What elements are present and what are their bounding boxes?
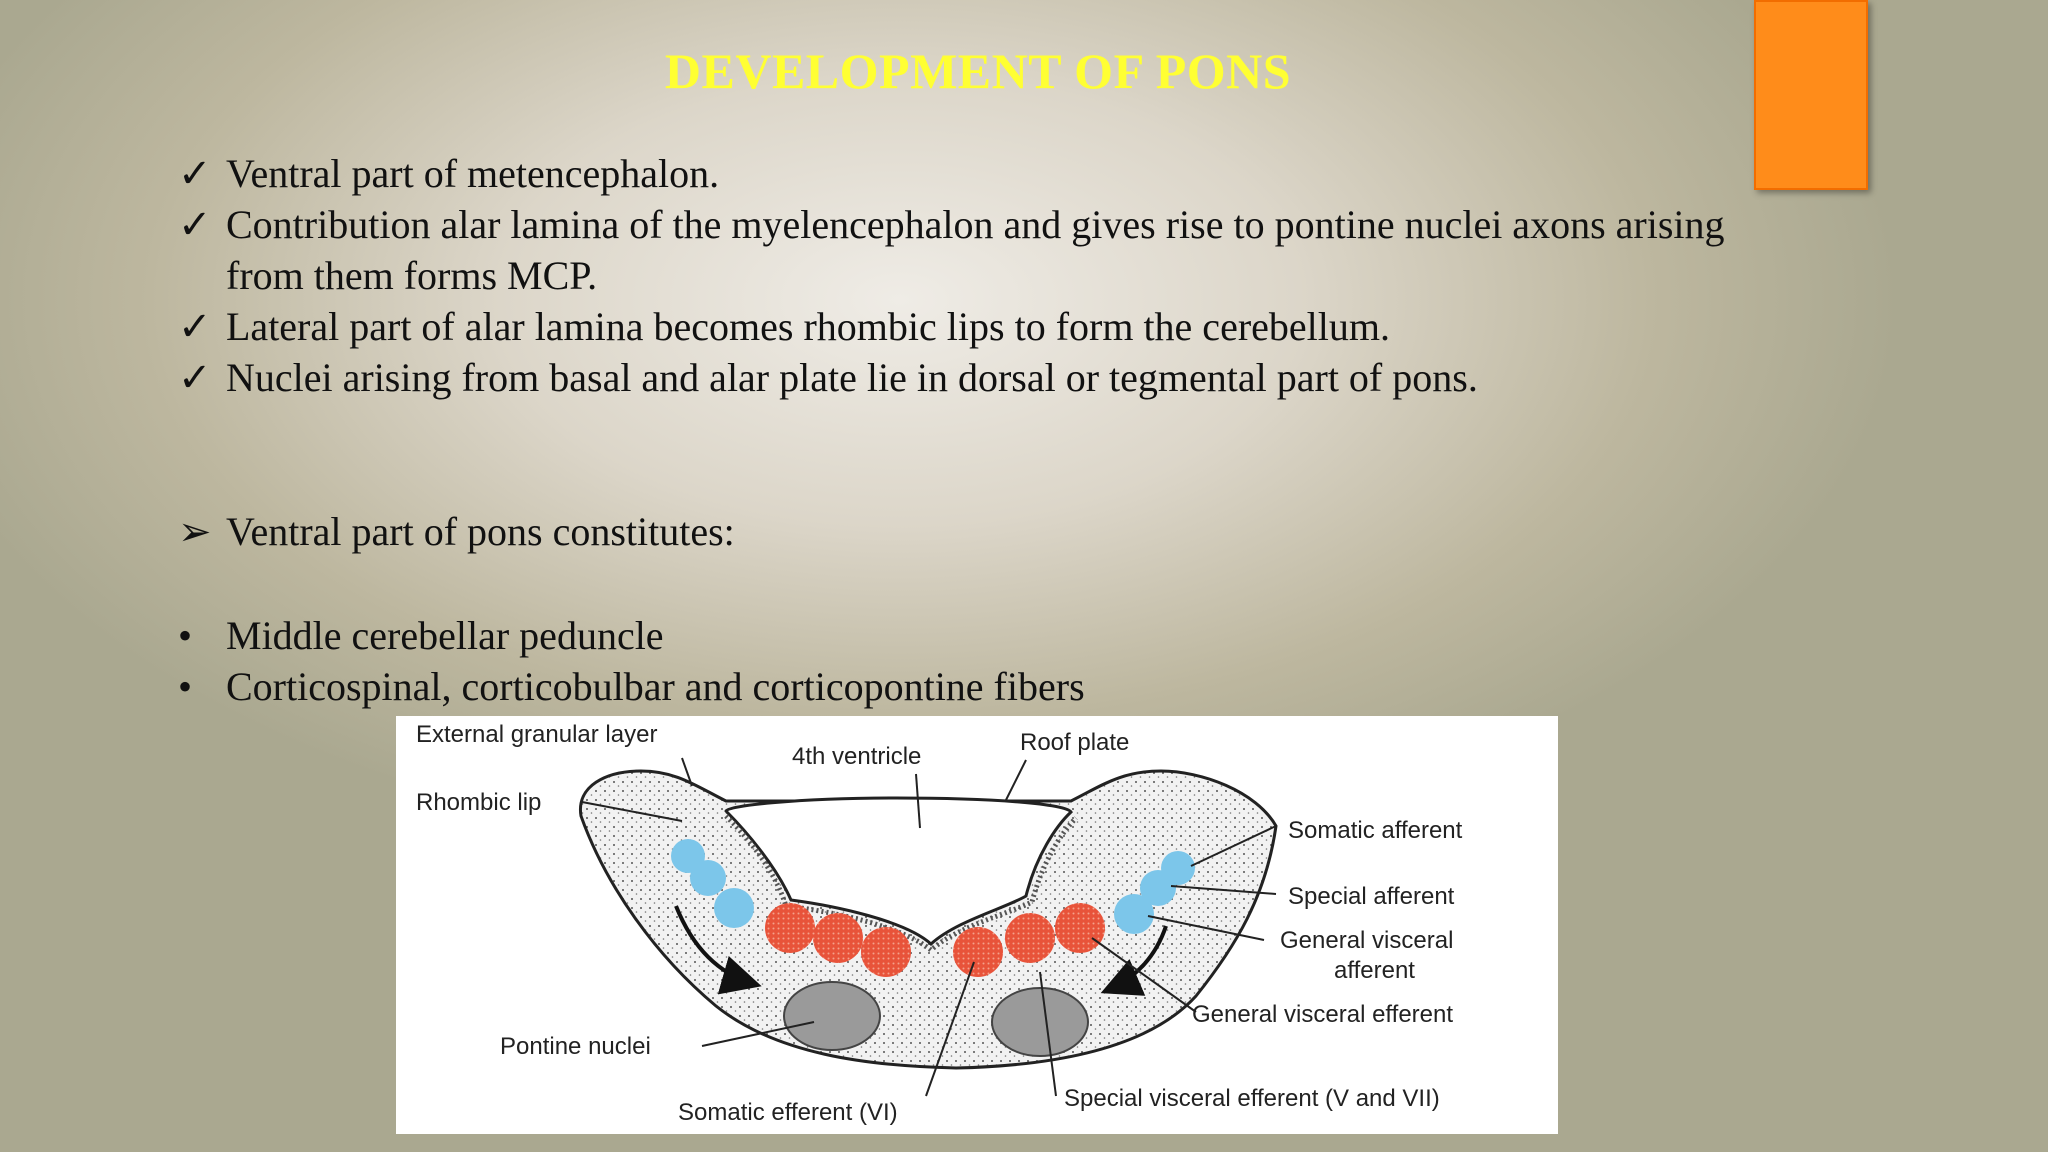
special-afferent-nucleus-right [1140,870,1176,906]
label-general-visceral-afferent-1: General visceral [1280,927,1453,954]
checkmark-icon: ✓ [178,355,212,400]
checkmark-icon: ✓ [178,202,212,247]
general-visceral-afferent-nucleus-right [1114,894,1154,934]
pontine-nucleus-left [783,981,881,1051]
bullet-item: ✓ Lateral part of alar lamina becomes rh… [178,301,1738,352]
bullet-text: Nuclei arising from basal and alar plate… [226,355,1478,400]
bullet-text: Contribution alar lamina of the myelence… [226,202,1725,298]
label-general-visceral-afferent-2: afferent [1334,957,1415,984]
label-somatic-efferent: Somatic efferent (VI) [678,1099,898,1126]
orange-accent-box [1754,0,1868,190]
checkmark-icon: ✓ [178,304,212,349]
checkmark-icon: ✓ [178,151,212,196]
subheading-text: Ventral part of pons constitutes: [226,509,735,554]
somatic-efferent-nucleus-left [861,927,911,977]
arrow-bullet-icon: ➢ [178,509,212,554]
bullet-item: • Corticospinal, corticobulbar and corti… [178,661,1085,712]
special-afferent-nucleus-left [690,860,726,896]
bullet-text: Lateral part of alar lamina becomes rhom… [226,304,1390,349]
subheading: ➢ Ventral part of pons constitutes: [178,508,735,555]
pons-diagram: External granular layer 4th ventricle Ro… [396,716,1558,1134]
special-visceral-efferent-nucleus-left [765,903,815,953]
label-special-visceral-efferent: Special visceral efferent (V and VII) [1064,1085,1440,1112]
label-external-granular-layer: External granular layer [416,721,657,748]
bullet-text: Ventral part of metencephalon. [226,151,720,196]
general-visceral-efferent-nucleus-left [813,913,863,963]
bullet-item: • Middle cerebellar peduncle [178,610,1085,661]
general-visceral-afferent-nucleus-left [714,888,754,928]
check-bullet-list: ✓ Ventral part of metencephalon. ✓ Contr… [178,148,1738,403]
label-general-visceral-efferent: General visceral efferent [1192,1001,1453,1028]
slide-title: DEVELOPMENT OF PONS [664,43,1292,99]
fourth-ventricle-cavity [724,796,1073,947]
label-pontine-nuclei: Pontine nuclei [500,1033,651,1060]
general-visceral-efferent-nucleus-right [1055,903,1105,953]
bullet-text: Corticospinal, corticobulbar and cortico… [226,664,1085,709]
label-special-afferent: Special afferent [1288,883,1455,910]
bullet-item: ✓ Ventral part of metencephalon. [178,148,1738,199]
label-roof-plate: Roof plate [1020,729,1129,756]
pontine-nucleus-right [991,987,1089,1057]
label-rhombic-lip: Rhombic lip [416,789,541,816]
dot-bullet-icon: • [178,664,193,709]
bullet-item: ✓ Nuclei arising from basal and alar pla… [178,352,1738,403]
dot-bullet-list: • Middle cerebellar peduncle • Corticosp… [178,610,1085,712]
special-visceral-efferent-nucleus-right [1005,913,1055,963]
dot-bullet-icon: • [178,613,193,658]
bullet-text: Middle cerebellar peduncle [226,613,664,658]
label-fourth-ventricle: 4th ventricle [792,743,921,770]
label-somatic-afferent: Somatic afferent [1288,817,1463,844]
bullet-item: ✓ Contribution alar lamina of the myelen… [178,199,1738,301]
somatic-efferent-nucleus-right [953,927,1003,977]
